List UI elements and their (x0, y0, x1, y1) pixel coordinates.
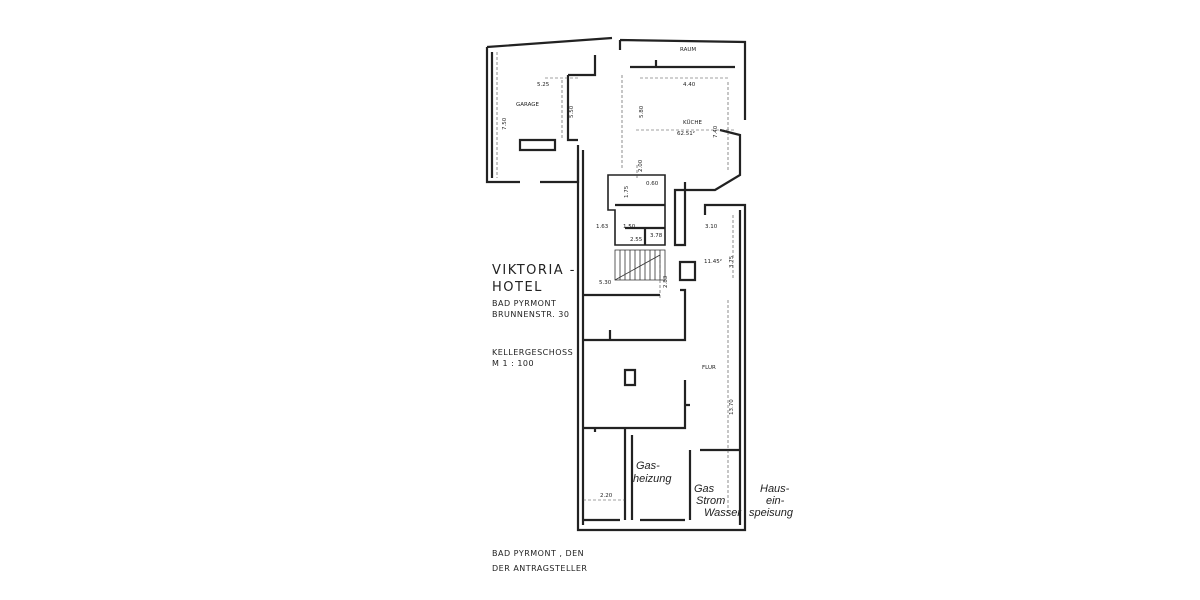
title-line2: HOTEL (492, 280, 543, 295)
address-street: BRUNNENSTR. 30 (492, 310, 569, 319)
footer-applicant: DER ANTRAGSTELLER (492, 564, 587, 573)
note-hauseinspeisung: ein- (766, 495, 785, 507)
dim: 1.75 (624, 185, 630, 198)
floor-scale: M 1 : 100 (492, 359, 534, 368)
walls (485, 36, 747, 532)
title-block: VIKTORIA - HOTEL BAD PYRMONT BRUNNENSTR.… (492, 263, 587, 573)
note-gas-strom-wasser: Strom (696, 495, 725, 507)
note-gas-strom-wasser: Wasser (704, 507, 742, 519)
dim: 13.70 (729, 399, 735, 415)
dim: 5.80 (639, 105, 645, 118)
title-line1: VIKTORIA - (492, 263, 576, 278)
floor-name: KELLERGESCHOSS (492, 348, 573, 357)
dim: 0.60 (646, 181, 659, 187)
dim: 1.50 (623, 224, 636, 230)
dim: 3.75 (729, 255, 735, 268)
dim: 5.50 (569, 105, 575, 118)
room-labels: GARAGE RAUM KÜCHE 62.51² FLUR 11.45² (516, 47, 722, 371)
dim: 1.63 (596, 224, 609, 230)
dim: 2.83 (663, 275, 669, 288)
dim: 5.25 (537, 82, 550, 88)
note-gasheizung: heizung (633, 473, 672, 485)
dim: 2.20 (600, 493, 613, 499)
dim: 4.40 (683, 82, 696, 88)
dim: 7.50 (502, 117, 508, 130)
dim: 3.10 (705, 224, 718, 230)
dimension-labels: 5.25 7.50 5.50 5.80 4.40 7.40 2.00 1.75 … (502, 82, 735, 499)
dim: 3.78 (650, 233, 663, 239)
note-hauseinspeisung: speisung (749, 507, 794, 519)
note-gasheizung: Gas- (636, 460, 660, 472)
note-hauseinspeisung: Haus- (760, 483, 790, 495)
label-raum: RAUM (680, 47, 696, 53)
dim: 5.30 (599, 280, 612, 286)
label-kueche-area: 62.51² (677, 130, 695, 137)
dim: 2.00 (638, 159, 644, 172)
handwritten-notes: Gas- heizung Gas Strom Wasser Haus- ein-… (633, 460, 794, 519)
dim: 7.40 (713, 125, 719, 138)
label-flur: FLUR (702, 365, 716, 371)
dim: 2.55 (630, 237, 643, 243)
dimension-lines (496, 52, 735, 515)
note-gas-strom-wasser: Gas (694, 483, 715, 495)
label-kueche: KÜCHE (683, 119, 702, 126)
label-garage: GARAGE (516, 102, 540, 108)
address-city: BAD PYRMONT (492, 299, 556, 308)
label-room-area: 11.45² (704, 258, 722, 265)
footer-place-date: BAD PYRMONT , DEN (492, 549, 584, 558)
